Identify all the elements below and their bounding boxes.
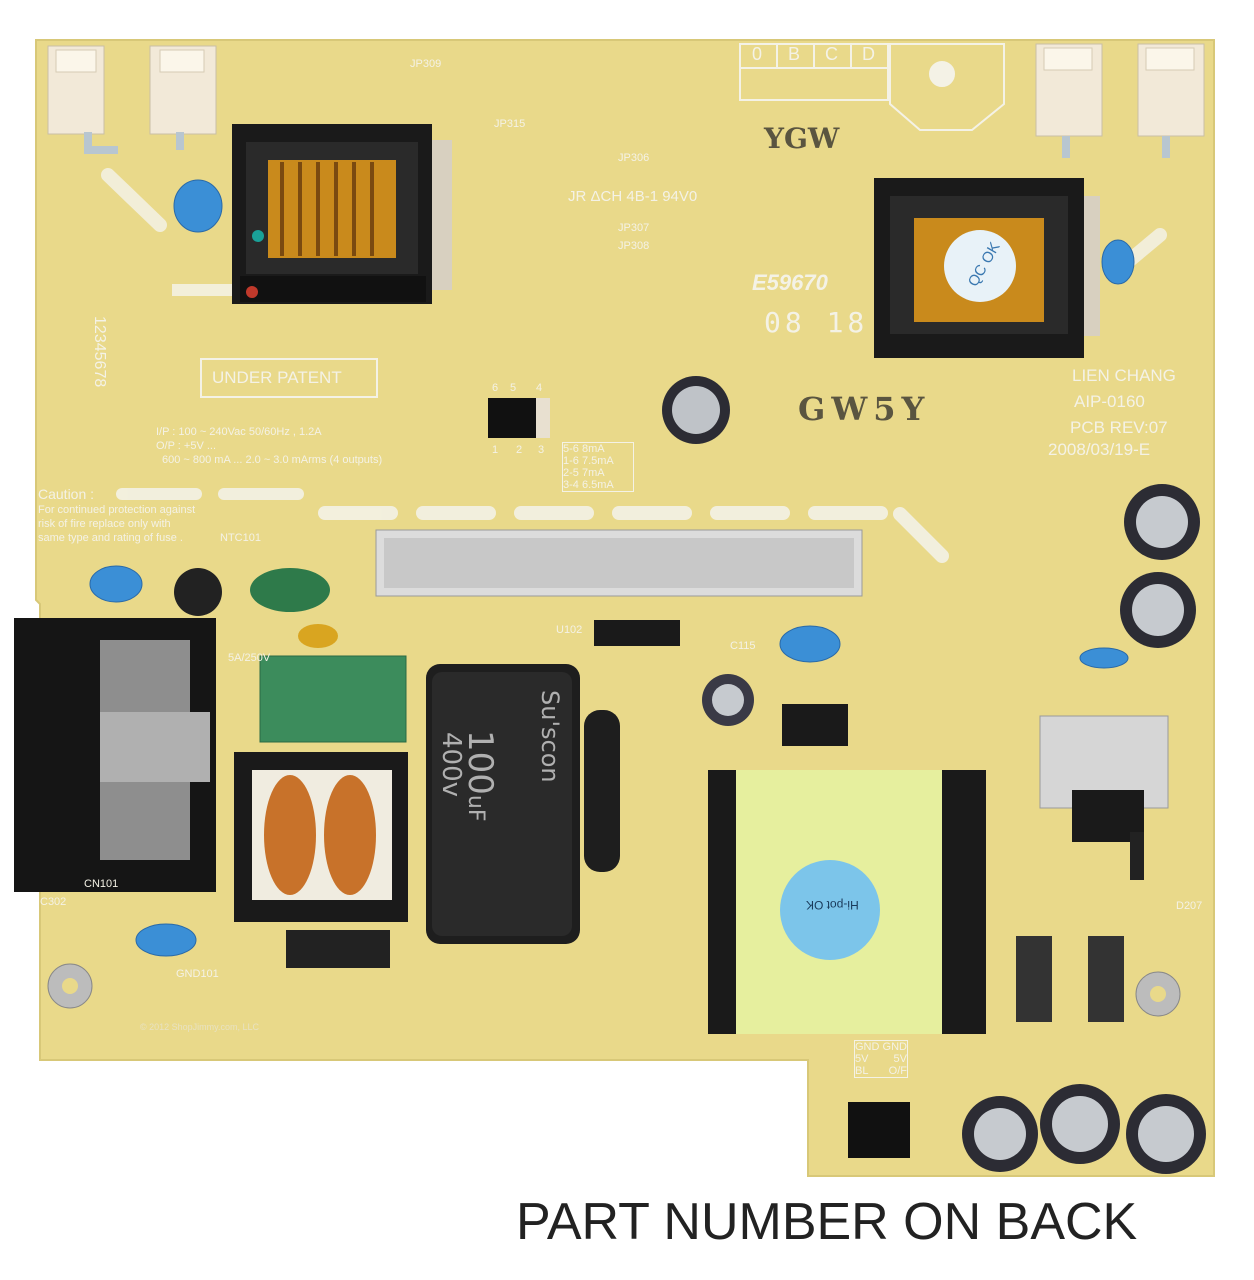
pin-2: 2 <box>91 324 108 334</box>
resistor-r104 <box>584 710 620 872</box>
current-row-3: 2-5 7mA <box>563 467 605 479</box>
output-cell: GND <box>855 1041 880 1053</box>
main-transformer <box>708 770 986 1034</box>
ntc101 <box>174 568 222 616</box>
current-row-4: 3-4 6.5mA <box>563 479 614 491</box>
under-patent-box: UNDER PATENT <box>200 358 378 398</box>
output-rating: O/P : +5V ... <box>156 440 217 452</box>
date-code-stamp: 08 18 <box>764 306 869 339</box>
silkscreen-dashes <box>116 488 888 520</box>
side-pin-numbers: 12345678 <box>90 316 109 387</box>
caption: PART NUMBER ON BACK <box>516 1193 1138 1251</box>
diode-d207 <box>1016 936 1052 1022</box>
bulk-capacitor <box>426 664 580 944</box>
label-c115: C115 <box>730 640 756 652</box>
ic-u101 <box>782 704 848 746</box>
cn306-pin-3: 3 <box>538 444 545 456</box>
bulk-cap-voltage: 400v <box>436 732 466 798</box>
bulk-cap-number: 100 <box>460 730 500 795</box>
diode-zd201 <box>1130 832 1144 880</box>
cn306-pin-6: 6 <box>492 382 499 394</box>
caution-line-1: For continued protection against <box>38 504 196 516</box>
under-patent-label: UNDER PATENT <box>212 368 342 387</box>
label-jp309: JP309 <box>410 58 442 70</box>
caution-line-2: risk of fire replace only with <box>38 518 171 530</box>
pin-5: 5 <box>91 351 108 361</box>
line-filter <box>234 752 408 922</box>
label-gnd201: D207 <box>1176 900 1203 912</box>
transformer-t301 <box>874 178 1100 358</box>
ic-u102 <box>594 620 680 646</box>
output-table: GND GND 5V 5V BL O/F <box>854 1040 908 1078</box>
electrolytic-caps <box>662 376 1206 1174</box>
output-rating-2: 600 ~ 800 mA ... 2.0 ~ 3.0 mArms (4 outp… <box>162 454 383 466</box>
cn306-pin-5: 5 <box>510 382 517 394</box>
connector-cn304 <box>149 45 217 135</box>
pin-1: 1 <box>91 316 108 325</box>
heatsink-bar <box>375 529 863 597</box>
output-cell: BL <box>855 1065 869 1077</box>
pin-4: 4 <box>91 342 108 352</box>
model-label: AIP-0160 <box>1074 392 1145 411</box>
pin-6: 6 <box>91 360 108 370</box>
connector-cn302 <box>1137 43 1205 137</box>
output-cell: 5V <box>855 1053 869 1065</box>
date-label: 2008/03/19-E <box>1048 440 1151 459</box>
output-cell: GND <box>882 1041 907 1053</box>
rev-box-c: C <box>825 44 838 64</box>
diode-d206 <box>1088 936 1124 1022</box>
header-cn306 <box>488 398 550 438</box>
current-table: 5-6 8mA 1-6 7.5mA 2-5 7mA 3-4 6.5mA <box>562 442 634 492</box>
blue-capacitors <box>89 179 1135 957</box>
ul-file-number: E59670 <box>752 270 828 295</box>
cn306-pin-4: 4 <box>536 382 543 394</box>
current-row-1: 5-6 8mA <box>563 443 605 455</box>
x-capacitor <box>259 655 407 743</box>
pin-8: 8 <box>91 378 108 388</box>
rev-box-b: B <box>788 44 801 64</box>
label-jp306: JP306 <box>618 152 650 164</box>
green-cap <box>250 568 330 612</box>
label-fuse-rating: 5A/250V <box>228 652 271 664</box>
rev-box <box>739 43 1005 131</box>
transformer-t302 <box>232 124 452 304</box>
rev-box-d: D <box>862 44 875 64</box>
caution-line-3: same type and rating of fuse . <box>38 532 183 544</box>
output-cell: O/F <box>888 1065 907 1077</box>
label-ntc101: NTC101 <box>220 532 261 544</box>
cn306-pin-1: 1 <box>492 444 499 456</box>
label-gnd101: C302 <box>40 896 67 908</box>
bridge-bd101 <box>286 930 390 968</box>
input-rating: I/P : 100 ~ 240Vac 50/60Hz , 1.2A <box>156 426 322 438</box>
connector-cn305 <box>47 45 105 135</box>
current-row-2: 1-6 7.5mA <box>563 455 614 467</box>
pin-3: 3 <box>91 333 108 343</box>
copyright: © 2012 ShopJimmy.com, LLC <box>140 1022 260 1032</box>
cn306-pin-2: 2 <box>516 444 523 456</box>
label-cn101: CN101 <box>84 878 119 890</box>
header-output <box>848 1102 910 1158</box>
ul-mark: JR ΔCH 4B-1 94V0 <box>568 188 698 205</box>
label-jp315: JP315 <box>494 118 526 130</box>
ac-inlet <box>14 618 216 892</box>
hipot-sticker: Hi-pot OK <box>806 898 859 912</box>
bulk-cap-unit: uF <box>463 794 488 822</box>
stamp-ygw: YGW <box>764 122 840 155</box>
label-jp307: JP307 <box>618 222 650 234</box>
label-cy101: GND101 <box>176 968 219 980</box>
output-cell: 5V <box>893 1053 907 1065</box>
pin-7: 7 <box>91 369 108 379</box>
connector-cn303 <box>1035 43 1103 137</box>
label-jp308: JP308 <box>618 240 650 252</box>
caution-title: Caution : <box>38 486 95 502</box>
bulk-cap-value: 100uF <box>460 730 500 822</box>
revision-label: PCB REV:07 <box>1070 418 1168 437</box>
bulk-cap-brand: Su'scon <box>536 690 564 783</box>
label-u102: U102 <box>556 624 583 636</box>
rev-box-0: 0 <box>752 44 763 64</box>
vendor-label: LIEN CHANG <box>1072 366 1176 385</box>
stamp-gw5y: GW5Y <box>798 390 931 428</box>
